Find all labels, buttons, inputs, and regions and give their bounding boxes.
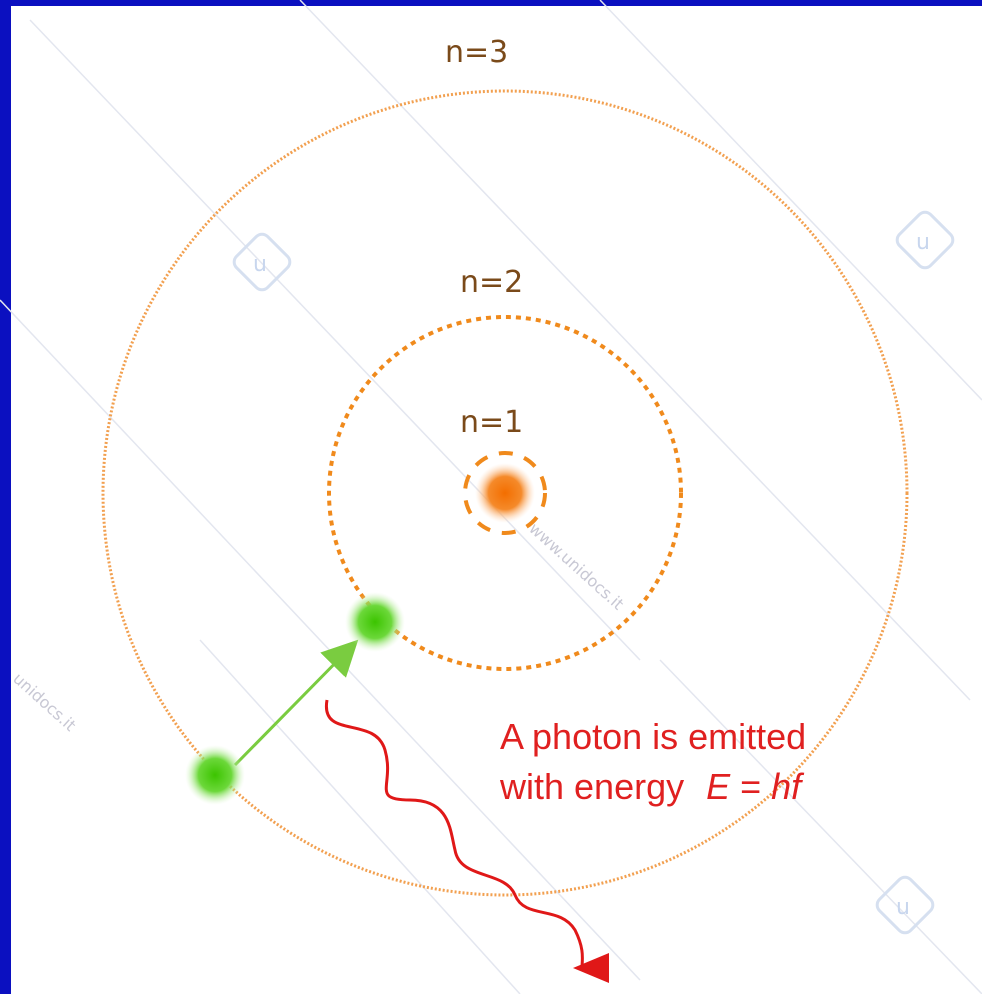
orbit-label-n3: n=3 — [445, 35, 508, 70]
watermark-logo-icon: u — [232, 232, 292, 292]
svg-text:u: u — [896, 895, 910, 920]
watermark-text-left: unidocs.it — [9, 669, 79, 735]
electron-initial — [185, 745, 245, 805]
electron-final — [345, 592, 405, 652]
caption-line2: with energy E = hf — [499, 766, 805, 807]
watermark-text: www.unidocs.it — [525, 519, 627, 614]
transition-arrow — [233, 639, 359, 767]
svg-text:u: u — [253, 252, 267, 277]
formula-equals: = — [730, 766, 771, 807]
orbit-n1 — [463, 451, 547, 535]
orbit-label-n1: n=1 — [460, 405, 523, 440]
nucleus — [475, 463, 535, 523]
caption-line1: A photon is emitted — [500, 716, 806, 757]
photon-wave — [324, 699, 610, 984]
watermark-logo-icon: u — [895, 210, 955, 270]
formula-hf: hf — [771, 766, 805, 807]
formula-E: E — [706, 766, 731, 807]
orbit-n3 — [101, 89, 909, 897]
orbit-label-n2: n=2 — [460, 265, 523, 300]
orbit-n2 — [327, 315, 683, 671]
watermark-logo-icon: u — [875, 875, 935, 935]
svg-text:u: u — [916, 230, 930, 255]
caption-prefix: with energy — [499, 766, 684, 807]
